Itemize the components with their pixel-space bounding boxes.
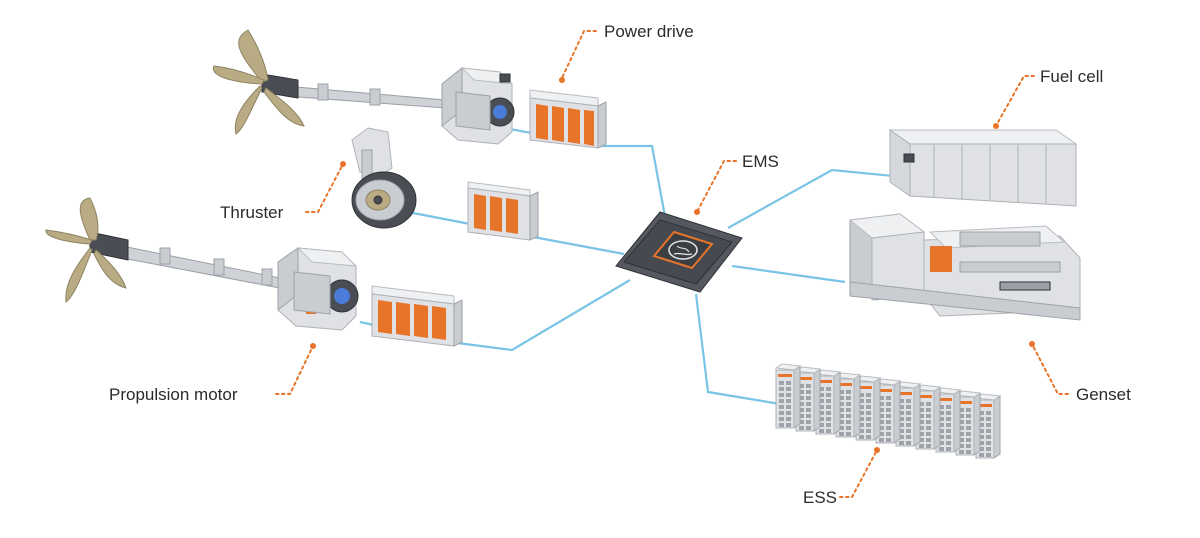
label-fuel-cell: Fuel cell (1040, 67, 1103, 86)
propeller-blade (212, 65, 265, 85)
leader-lines (275, 30, 1069, 498)
label-thruster: Thruster (220, 203, 284, 222)
shaft-coupling (369, 88, 381, 106)
label-power-drive: Power drive (604, 22, 694, 41)
labels: Power drive Fuel cell EMS Thruster Propu… (109, 22, 1131, 507)
propeller-blade (79, 197, 99, 241)
leader-ems (697, 160, 737, 211)
ess-battery-rack (774, 363, 1002, 459)
propeller-blade (234, 85, 263, 135)
propeller-blade (93, 249, 127, 289)
power-drive-cabinet-top (529, 89, 607, 149)
wire-ems-to-ess (694, 293, 781, 406)
leader-dot (1029, 341, 1035, 347)
propeller-blade (238, 29, 269, 83)
leader-ess (839, 451, 877, 498)
fuel-cell-unit (888, 129, 1078, 207)
bottom-propeller-assembly (45, 197, 291, 303)
wire-thruster-to-drive (407, 210, 471, 226)
leader-fuel-cell (996, 75, 1035, 125)
leader-thruster (305, 165, 343, 213)
leader-dot (340, 161, 346, 167)
propulsion-motor-unit (277, 247, 359, 331)
thruster-drive-cabinet (467, 181, 539, 241)
top-motor (441, 66, 515, 145)
shaft-coupling (261, 268, 273, 286)
shaft (284, 85, 446, 109)
top-propeller-assembly (212, 29, 446, 135)
leader-dot (694, 209, 700, 215)
wire-thruster-drive-to-ems (527, 234, 625, 256)
ems-chip (615, 211, 743, 293)
propeller-blade (45, 229, 93, 245)
propulsion-drive-cabinet (371, 285, 463, 347)
battery-module (774, 363, 802, 429)
propeller-blade (263, 87, 305, 127)
leader-propulsion (275, 347, 313, 395)
thruster-unit (351, 127, 417, 229)
label-propulsion-motor: Propulsion motor (109, 385, 238, 404)
propeller-blade (65, 247, 93, 303)
wire-ems-to-fuel-cell (727, 168, 894, 229)
label-genset: Genset (1076, 385, 1131, 404)
battery-module (794, 366, 822, 432)
label-ems: EMS (742, 152, 779, 171)
leader-dot (874, 447, 880, 453)
battery-module (894, 381, 922, 447)
genset-unit (848, 213, 1081, 321)
wire-ems-to-genset (731, 264, 846, 284)
leader-power-drive (561, 30, 597, 79)
leader-dot (559, 77, 565, 83)
shaft-coupling (159, 247, 171, 265)
leader-dot (310, 343, 316, 349)
shaft-coupling (213, 258, 225, 276)
label-ess: ESS (803, 488, 837, 507)
leader-dot (993, 123, 999, 129)
shaft-coupling (317, 83, 329, 101)
leader-genset (1032, 345, 1069, 395)
